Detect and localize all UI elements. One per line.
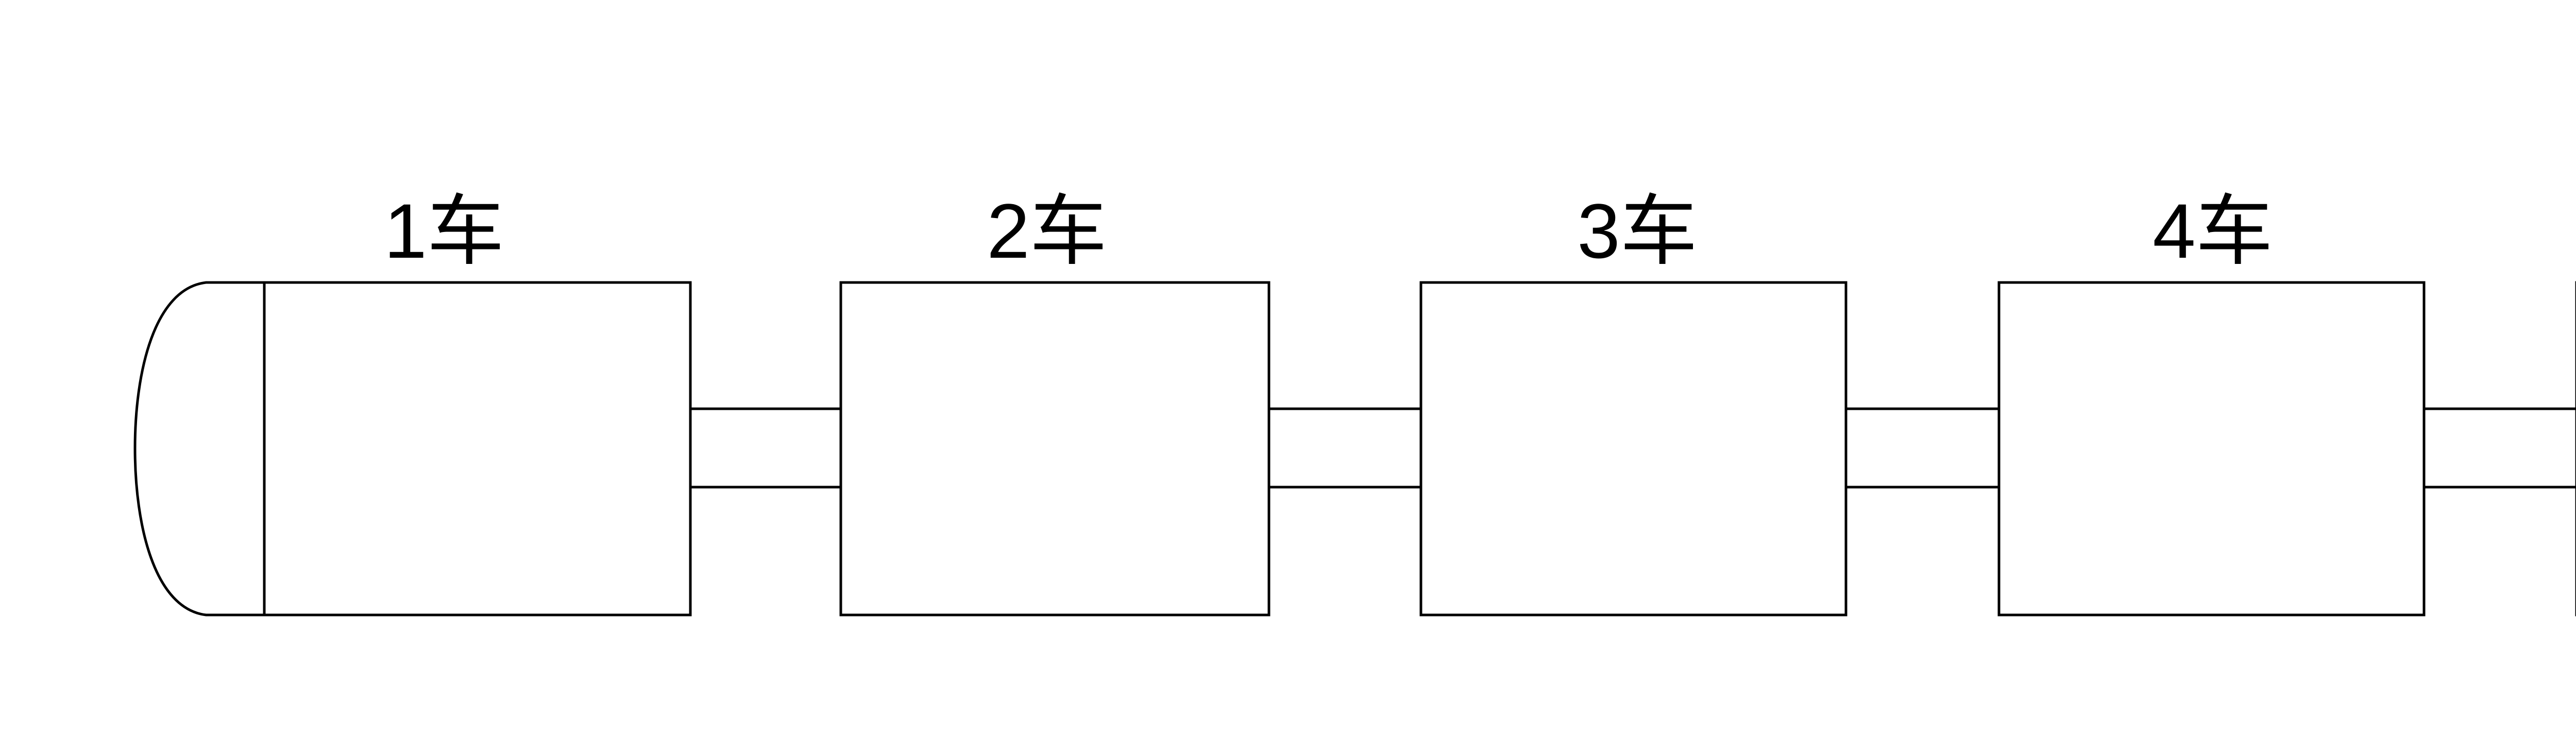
car-body-2[interactable] [839, 281, 1270, 617]
car-body-1[interactable] [263, 281, 692, 617]
car-label-4: 4车 [2153, 188, 2273, 274]
coupling-car3-car4 [1844, 407, 2001, 489]
coupling-car4-car5 [2422, 407, 2576, 489]
car-label-1: 1车 [384, 188, 504, 274]
car-body-3[interactable] [1419, 281, 1848, 617]
car-label-3: 3车 [1577, 188, 1697, 274]
coupling-car1-car2 [689, 407, 842, 489]
coupling-car2-car3 [1267, 407, 1422, 489]
train-front-nose [133, 281, 264, 617]
car-body-4[interactable] [1997, 281, 2426, 617]
car-label-2: 2车 [987, 188, 1107, 274]
